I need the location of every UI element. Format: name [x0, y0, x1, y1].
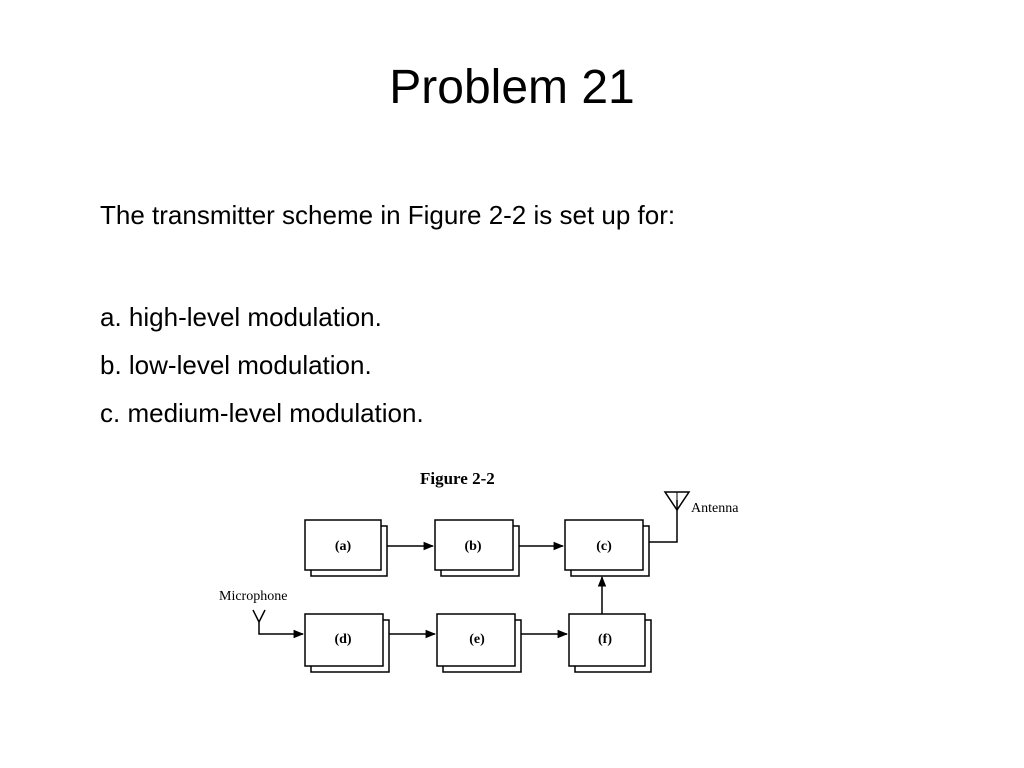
question-text: The transmitter scheme in Figure 2-2 is … [100, 200, 676, 230]
block-c-label: (c) [596, 539, 612, 554]
microphone-label: Microphone [219, 589, 287, 604]
block-b: (b) [434, 519, 520, 577]
block-e: (e) [436, 613, 522, 673]
option-a: a. high-level modulation. [100, 302, 382, 332]
block-d-label: (d) [334, 632, 351, 647]
block-d: (d) [304, 613, 390, 673]
block-a-label: (a) [335, 539, 352, 554]
block-a: (a) [304, 519, 388, 577]
antenna-label: Antenna [691, 501, 739, 516]
option-c: c. medium-level modulation. [100, 398, 424, 428]
block-e-label: (e) [469, 632, 485, 647]
option-b: b. low-level modulation. [100, 350, 372, 380]
block-c: (c) [564, 519, 650, 577]
slide-title: Problem 21 [389, 61, 635, 114]
block-f: (f) [568, 613, 652, 673]
figure-2-2-diagram: Figure 2-2 (a) (b) (c) (d) (e) [219, 469, 739, 673]
block-f-label: (f) [598, 632, 612, 647]
antenna-icon [649, 491, 691, 543]
figure-caption: Figure 2-2 [420, 469, 495, 488]
microphone-icon [252, 609, 305, 639]
block-b-label: (b) [464, 539, 481, 554]
